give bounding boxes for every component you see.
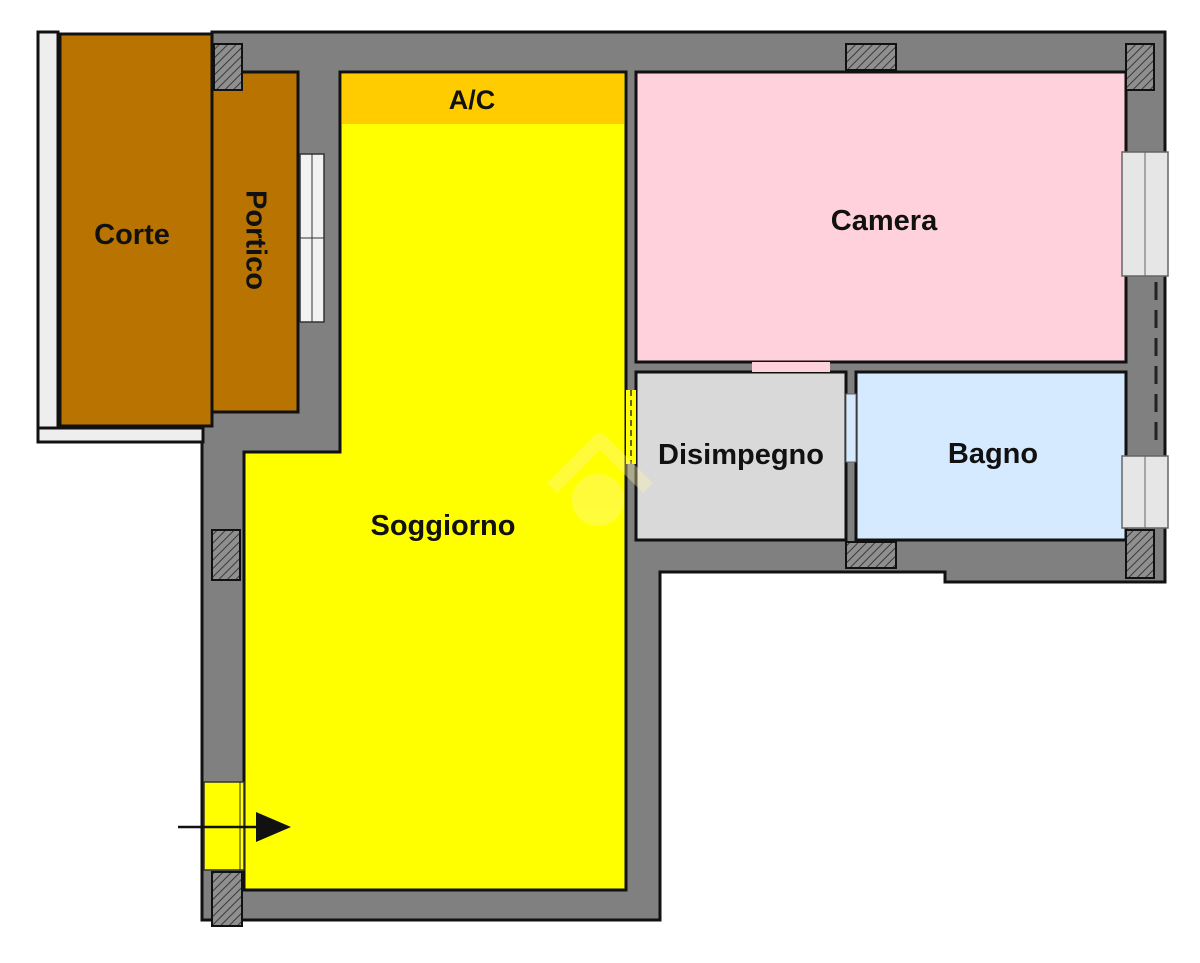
room-soggiorno <box>242 70 628 892</box>
door-camera <box>752 362 830 372</box>
label-portico: Portico <box>239 190 271 290</box>
room-bagno <box>854 370 1128 542</box>
room-disimpegno <box>634 370 848 542</box>
pillar <box>211 529 241 581</box>
label-ac: A/C <box>449 85 496 115</box>
pillar <box>1125 529 1155 579</box>
pillar <box>845 541 897 569</box>
watermark-logo-icon <box>547 433 653 526</box>
room-corte <box>58 32 214 428</box>
pillar <box>211 871 243 927</box>
pillar <box>845 43 897 71</box>
court-frame <box>36 30 60 444</box>
label-bagno: Bagno <box>948 438 1038 470</box>
door-bagno <box>845 393 857 463</box>
label-camera: Camera <box>831 205 938 237</box>
label-soggiorno: Soggiorno <box>371 510 516 542</box>
room-ac <box>342 74 624 124</box>
label-corte: Corte <box>94 219 170 251</box>
room-portico <box>210 70 300 414</box>
room-camera <box>634 70 1128 364</box>
opening-disimpegno <box>626 390 636 464</box>
pillar <box>1125 43 1155 91</box>
pillar <box>213 43 243 91</box>
court-base <box>36 426 205 444</box>
label-disimpegno: Disimpegno <box>658 439 824 471</box>
